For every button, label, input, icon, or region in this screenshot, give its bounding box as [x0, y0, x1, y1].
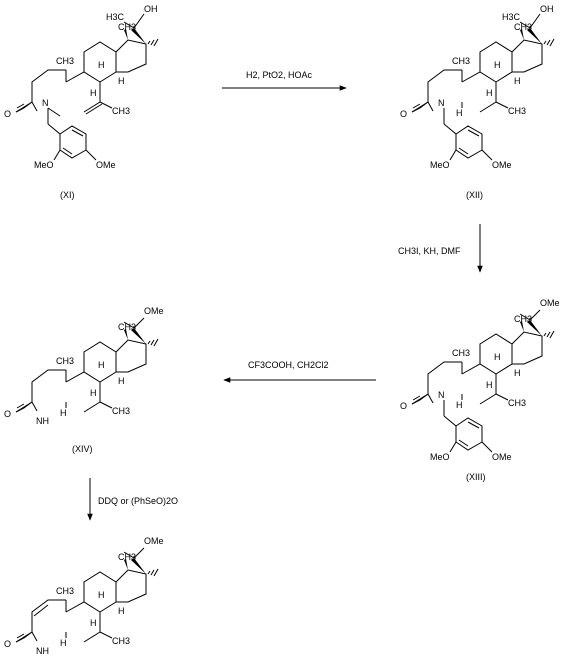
ring-h: H: [98, 590, 105, 600]
c7-methyl: CH3: [508, 398, 526, 408]
ring-h: H: [514, 76, 521, 86]
ring-nh: NH: [36, 646, 49, 656]
c18-methyl: CH3: [514, 314, 532, 324]
ring-h: H: [90, 618, 97, 628]
ring-h: H: [90, 388, 97, 398]
reaction-conditions: CF3COOH, CH2Cl2: [248, 360, 329, 370]
compound-product: O NH CH3 CH3 CH3 OMe H H H H: [4, 536, 164, 656]
c18-methyl: CH3: [118, 552, 136, 562]
aryl-methoxy: OMe: [492, 160, 512, 170]
c19-methyl: CH3: [56, 586, 74, 596]
carbonyl-o: O: [400, 401, 407, 411]
reaction-arrow-3: CF3COOH, CH2Cl2: [223, 360, 376, 383]
ring-h: H: [90, 88, 97, 98]
ring-h: H: [60, 638, 67, 648]
side-chain-methyl: H3C: [106, 12, 125, 22]
ring-h: H: [98, 360, 105, 370]
ring-h: H: [60, 408, 67, 418]
reaction-conditions: DDQ or (PhSeO)2O: [98, 496, 178, 506]
side-chain-methyl: H3C: [502, 12, 521, 22]
compound-label: (XI): [60, 190, 75, 200]
reaction-arrow-1: H2, PtO2, HOAc: [222, 70, 347, 91]
c19-methyl: CH3: [452, 348, 470, 358]
c19-methyl: CH3: [452, 56, 470, 66]
c18-methyl: CH3: [118, 22, 136, 32]
ring-n: N: [438, 390, 445, 400]
carbonyl-o: O: [4, 409, 11, 419]
compound-XIV: O NH CH3 CH3 CH3 OMe H H H H (XIV): [4, 306, 164, 454]
ring-h: H: [494, 352, 501, 362]
hydroxyl-group: OH: [540, 4, 554, 14]
reaction-arrow-4: DDQ or (PhSeO)2O: [87, 478, 178, 521]
compound-XI: O N CH3 CH3 CH3 H3C OH H H H MeO OMe (XI…: [4, 4, 159, 200]
c19-methyl: CH3: [56, 56, 74, 66]
reaction-conditions: H2, PtO2, HOAc: [246, 70, 313, 80]
c19-methyl: CH3: [56, 356, 74, 366]
ring-h: H: [118, 76, 125, 86]
ring-nh: NH: [36, 416, 49, 426]
reaction-conditions: CH3I, KH, DMF: [398, 246, 461, 256]
c18-methyl: CH3: [514, 22, 532, 32]
ring-h: H: [456, 400, 463, 410]
aryl-methoxy: MeO: [430, 160, 450, 170]
carbonyl-o: O: [4, 639, 11, 649]
reaction-arrow-2: CH3I, KH, DMF: [398, 224, 483, 273]
ring-h: H: [118, 376, 125, 386]
aryl-methoxy: OMe: [492, 452, 512, 462]
carbonyl-o: O: [4, 109, 11, 119]
compound-label: (XIII): [466, 472, 486, 482]
compound-XII: O N CH3 CH3 CH3 H3C OH H H H H MeO OMe (…: [400, 4, 555, 200]
c7-methyl: CH3: [112, 636, 130, 646]
aryl-methoxy: MeO: [430, 452, 450, 462]
ring-n: N: [42, 98, 49, 108]
aryl-methoxy: MeO: [34, 160, 54, 170]
compound-label: (XIV): [72, 444, 93, 454]
ring-h: H: [486, 88, 493, 98]
hydroxyl-group: OH: [144, 4, 158, 14]
compound-label: (XII): [466, 190, 483, 200]
c18-methyl: CH3: [118, 322, 136, 332]
ring-h: H: [118, 606, 125, 616]
ring-h: H: [494, 60, 501, 70]
compound-XIII: O N CH3 CH3 CH3 OMe H H H H MeO OMe (XII…: [400, 298, 560, 482]
ring-h: H: [486, 380, 493, 390]
aryl-methoxy: OMe: [96, 160, 116, 170]
ring-h: H: [514, 368, 521, 378]
c7-methyl: CH3: [508, 106, 526, 116]
methoxy-group: OMe: [144, 306, 164, 316]
ring-h: H: [456, 108, 463, 118]
methoxy-group: OMe: [144, 536, 164, 546]
ring-h: H: [98, 60, 105, 70]
methoxy-group: OMe: [540, 298, 560, 308]
c7-methyl: CH3: [112, 106, 130, 116]
c7-methyl: CH3: [112, 406, 130, 416]
carbonyl-o: O: [400, 109, 407, 119]
ring-n: N: [438, 98, 445, 108]
